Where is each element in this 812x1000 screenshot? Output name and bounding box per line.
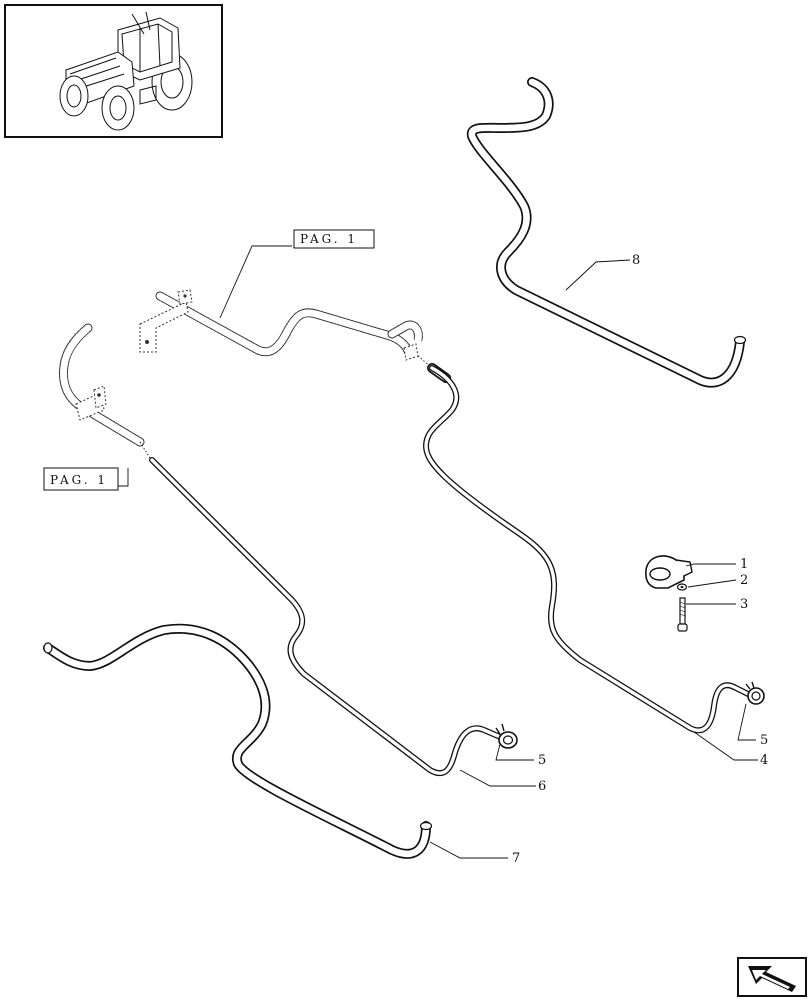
next-page-arrow-icon[interactable] [737,957,807,997]
hose-part-7 [43,623,433,859]
label-part-7: 7 [512,851,520,866]
page-reference-top-text: PAG. 1 [300,232,358,246]
label-part-4: 4 [760,753,768,768]
clip-part-1 [645,555,693,589]
label-part-1: 1 [740,557,748,572]
leader-lines [118,245,758,859]
tractor-thumbnail-icon [4,4,223,138]
hose-clamp-a [495,723,518,749]
page-reference-left-text: PAG. 1 [50,473,108,487]
label-part-5-right: 5 [760,733,768,748]
label-part-6: 6 [538,779,546,794]
pipe-part-6 [149,457,501,777]
label-part-3: 3 [740,597,748,612]
screw-part-3 [677,597,688,632]
label-part-5-left: 5 [538,753,546,768]
hose-clamp-b [745,681,765,705]
pipe-part-4 [423,363,751,734]
label-part-8: 8 [632,253,640,268]
page-reference-left[interactable]: PAG. 1 [43,467,119,491]
washer-part-2 [676,583,688,591]
hose-part-8 [466,77,747,388]
page-reference-top[interactable]: PAG. 1 [293,229,375,249]
label-part-2: 2 [740,573,748,588]
reference-assembly-left [59,323,151,459]
reference-assembly-top [139,289,431,367]
